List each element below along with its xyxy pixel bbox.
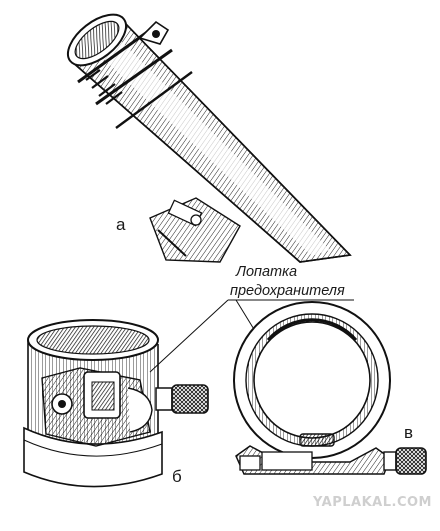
figure-v-clamp (233, 301, 427, 475)
caption-line-2: предохранителя (230, 283, 345, 299)
caption-line-1: Лопатка (235, 264, 297, 280)
label-a: а (116, 215, 126, 234)
figure-a-tube (67, 13, 352, 263)
figure-b-cylinder (23, 319, 209, 488)
label-v: в (404, 423, 413, 442)
watermark: YAPLAKAL.COM (312, 495, 432, 510)
leader-line-b (149, 299, 229, 373)
label-b: б (172, 467, 182, 486)
